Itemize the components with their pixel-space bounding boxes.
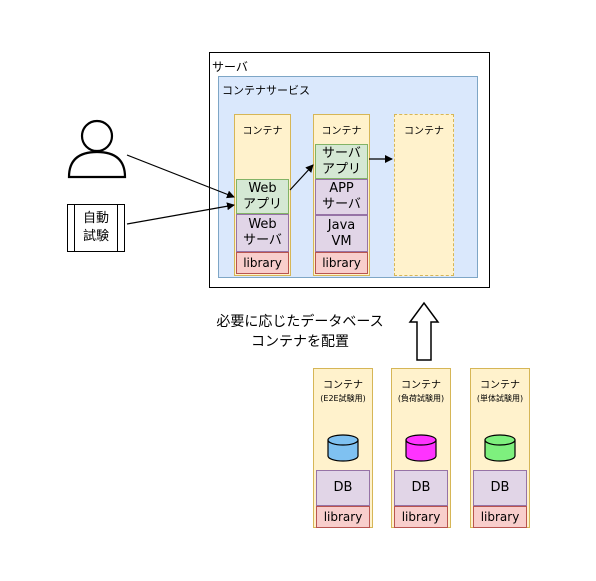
- db-container-e2e-label: コンテナ: [323, 380, 363, 391]
- caption-text: 必要に応じたデータベース コンテナを配置: [195, 312, 405, 353]
- auto-test-box: 自動 試験: [67, 204, 125, 252]
- java-vm-line2: VM: [331, 233, 352, 249]
- server-app-box: サーバアプリ: [315, 144, 368, 179]
- web-library-label: library: [243, 255, 282, 270]
- db-label: DB: [411, 480, 431, 496]
- empty-container-label: コンテナ: [404, 126, 444, 137]
- web-server-line2: サーバ: [243, 233, 282, 248]
- library-label: library: [480, 509, 520, 524]
- database-icon-load: [405, 434, 437, 462]
- db-library-unit: library: [473, 506, 527, 528]
- database-icon-unit: [484, 434, 516, 462]
- server-app-line2: アプリ: [321, 161, 361, 177]
- auto-test-line1: 自動: [82, 211, 109, 226]
- web-container-label: コンテナ: [242, 126, 283, 137]
- empty-container: [394, 114, 454, 276]
- web-app-line2: アプリ: [242, 196, 282, 212]
- db-library-load: library: [394, 506, 448, 528]
- db-label: DB: [490, 480, 510, 496]
- web-app-line1: Web: [248, 180, 277, 196]
- app-container-label: コンテナ: [321, 126, 362, 137]
- db-box-unit: DB: [473, 470, 527, 506]
- db-container-e2e-sub: (E2E試験用): [320, 394, 366, 403]
- java-vm-line1: Java: [327, 217, 356, 233]
- library-label: library: [323, 509, 363, 524]
- db-container-unit-sub: (単体試験用): [476, 394, 524, 403]
- db-container-load-label: コンテナ: [401, 380, 441, 391]
- db-box-e2e: DB: [316, 470, 370, 506]
- db-box-load: DB: [394, 470, 448, 506]
- server-label: サーバ: [212, 60, 248, 74]
- caption-line2: コンテナを配置: [251, 334, 349, 351]
- db-container-unit-label: コンテナ: [480, 380, 520, 391]
- library-label: library: [401, 509, 441, 524]
- caption-line1: 必要に応じたデータベース: [216, 314, 384, 330]
- app-library-label: library: [322, 255, 361, 270]
- web-library-box: library: [236, 252, 289, 274]
- db-library-e2e: library: [316, 506, 370, 528]
- test-to-webapp-arrow: [126, 202, 235, 225]
- app-library-box: library: [315, 252, 368, 274]
- database-icon-e2e: [327, 434, 359, 462]
- db-container-load-sub: (負荷試験用): [397, 394, 445, 403]
- deploy-up-arrow-icon: [408, 301, 440, 361]
- container-service-label: コンテナサービス: [222, 84, 310, 97]
- user-icon: [67, 119, 127, 179]
- db-label: DB: [333, 480, 353, 496]
- app-server-line2: サーバ: [322, 197, 361, 212]
- webapp-to-serverapp-arrow: [289, 164, 314, 191]
- web-server-line1: Web: [248, 217, 277, 233]
- server-app-line1: サーバ: [322, 145, 361, 161]
- auto-test-line2: 試験: [82, 228, 109, 244]
- app-server-line1: APP: [329, 181, 354, 197]
- user-to-webapp-arrow: [126, 154, 235, 199]
